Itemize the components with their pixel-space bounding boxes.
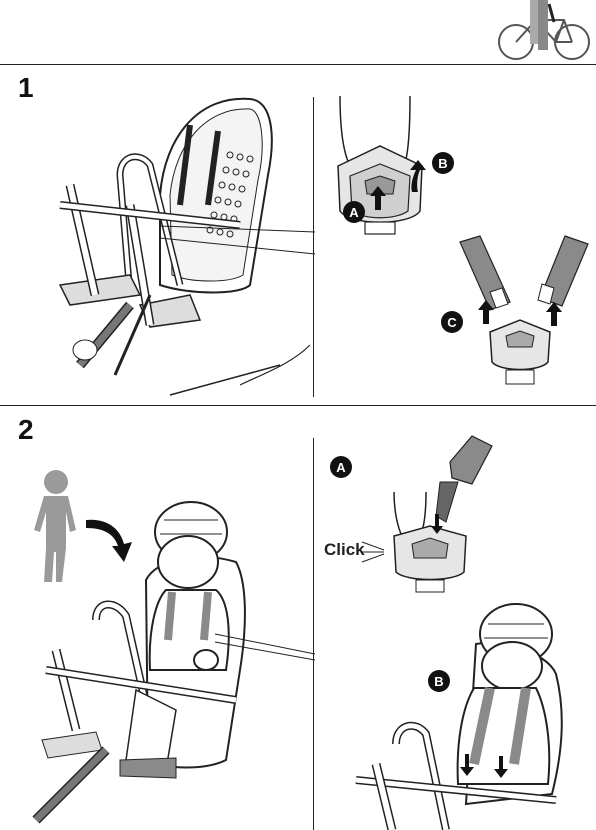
child-buckled-illustration xyxy=(356,604,592,830)
buckle-click-illustration xyxy=(380,432,510,604)
svg-text:A: A xyxy=(349,205,359,220)
click-label: Click xyxy=(324,538,374,560)
badge-b-step-1: B xyxy=(432,152,454,174)
down-arrow-icon xyxy=(460,754,474,776)
badge-c-step-1: C xyxy=(441,311,463,333)
svg-text:A: A xyxy=(336,460,346,475)
svg-text:B: B xyxy=(438,156,447,171)
top-divider xyxy=(0,64,596,65)
section-divider xyxy=(0,405,596,406)
up-arrow-icon xyxy=(546,302,562,326)
curved-arrow-icon xyxy=(408,160,426,192)
bike-rider-icon xyxy=(494,0,594,64)
svg-text:Click: Click xyxy=(324,540,365,559)
step-number-2: 2 xyxy=(18,416,34,444)
step-number-1: 1 xyxy=(18,74,34,102)
released-straps-illustration xyxy=(450,232,590,392)
badge-a-step-1: A xyxy=(343,201,365,223)
down-arrow-icon xyxy=(494,756,508,778)
down-arrow-icon xyxy=(431,514,443,534)
pointer-line-1 xyxy=(160,220,320,260)
svg-text:C: C xyxy=(447,315,457,330)
up-arrow-icon xyxy=(370,186,386,210)
pointer-line-2 xyxy=(215,632,320,662)
up-arrow-icon xyxy=(478,300,494,324)
badge-a-step-2: A xyxy=(330,456,352,478)
child-seat-illustration xyxy=(36,500,318,830)
